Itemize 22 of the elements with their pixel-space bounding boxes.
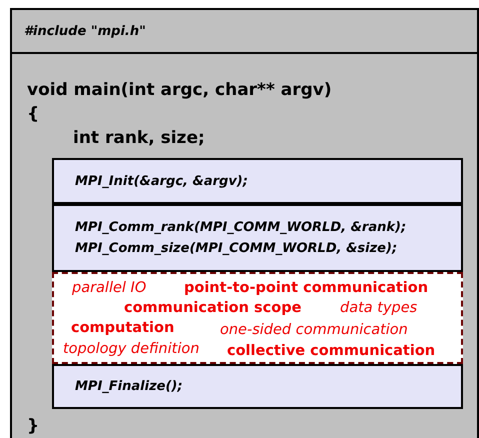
code-line: { [27,103,40,126]
code-block [52,204,463,272]
topic-label: one-sided communication [220,321,408,339]
code-block [52,364,463,409]
code-block [52,158,463,204]
include-line: #include "mpi.h" [24,23,146,41]
topic-label: communication scope [124,299,302,317]
topic-label: topology definition [63,340,200,358]
code-line: MPI_Init(&argc, &argv); [75,172,249,190]
program-panel [10,8,479,438]
topic-label: parallel IO [72,279,146,297]
dashed-box [52,272,463,364]
code-line: MPI_Comm_size(MPI_COMM_WORLD, &size); [75,240,398,257]
code-line: void main(int argc, char** argv) [27,79,332,102]
code-line: MPI_Comm_rank(MPI_COMM_WORLD, &rank); [75,219,408,236]
topic-label: computation [71,319,174,337]
topic-label: data types [340,299,418,317]
code-line: } [27,415,40,438]
code-line: int rank, size; [73,127,205,150]
code-line: MPI_Finalize(); [75,378,184,395]
topic-label: collective communication [227,342,436,360]
topic-label: point-to-point communication [184,279,428,297]
